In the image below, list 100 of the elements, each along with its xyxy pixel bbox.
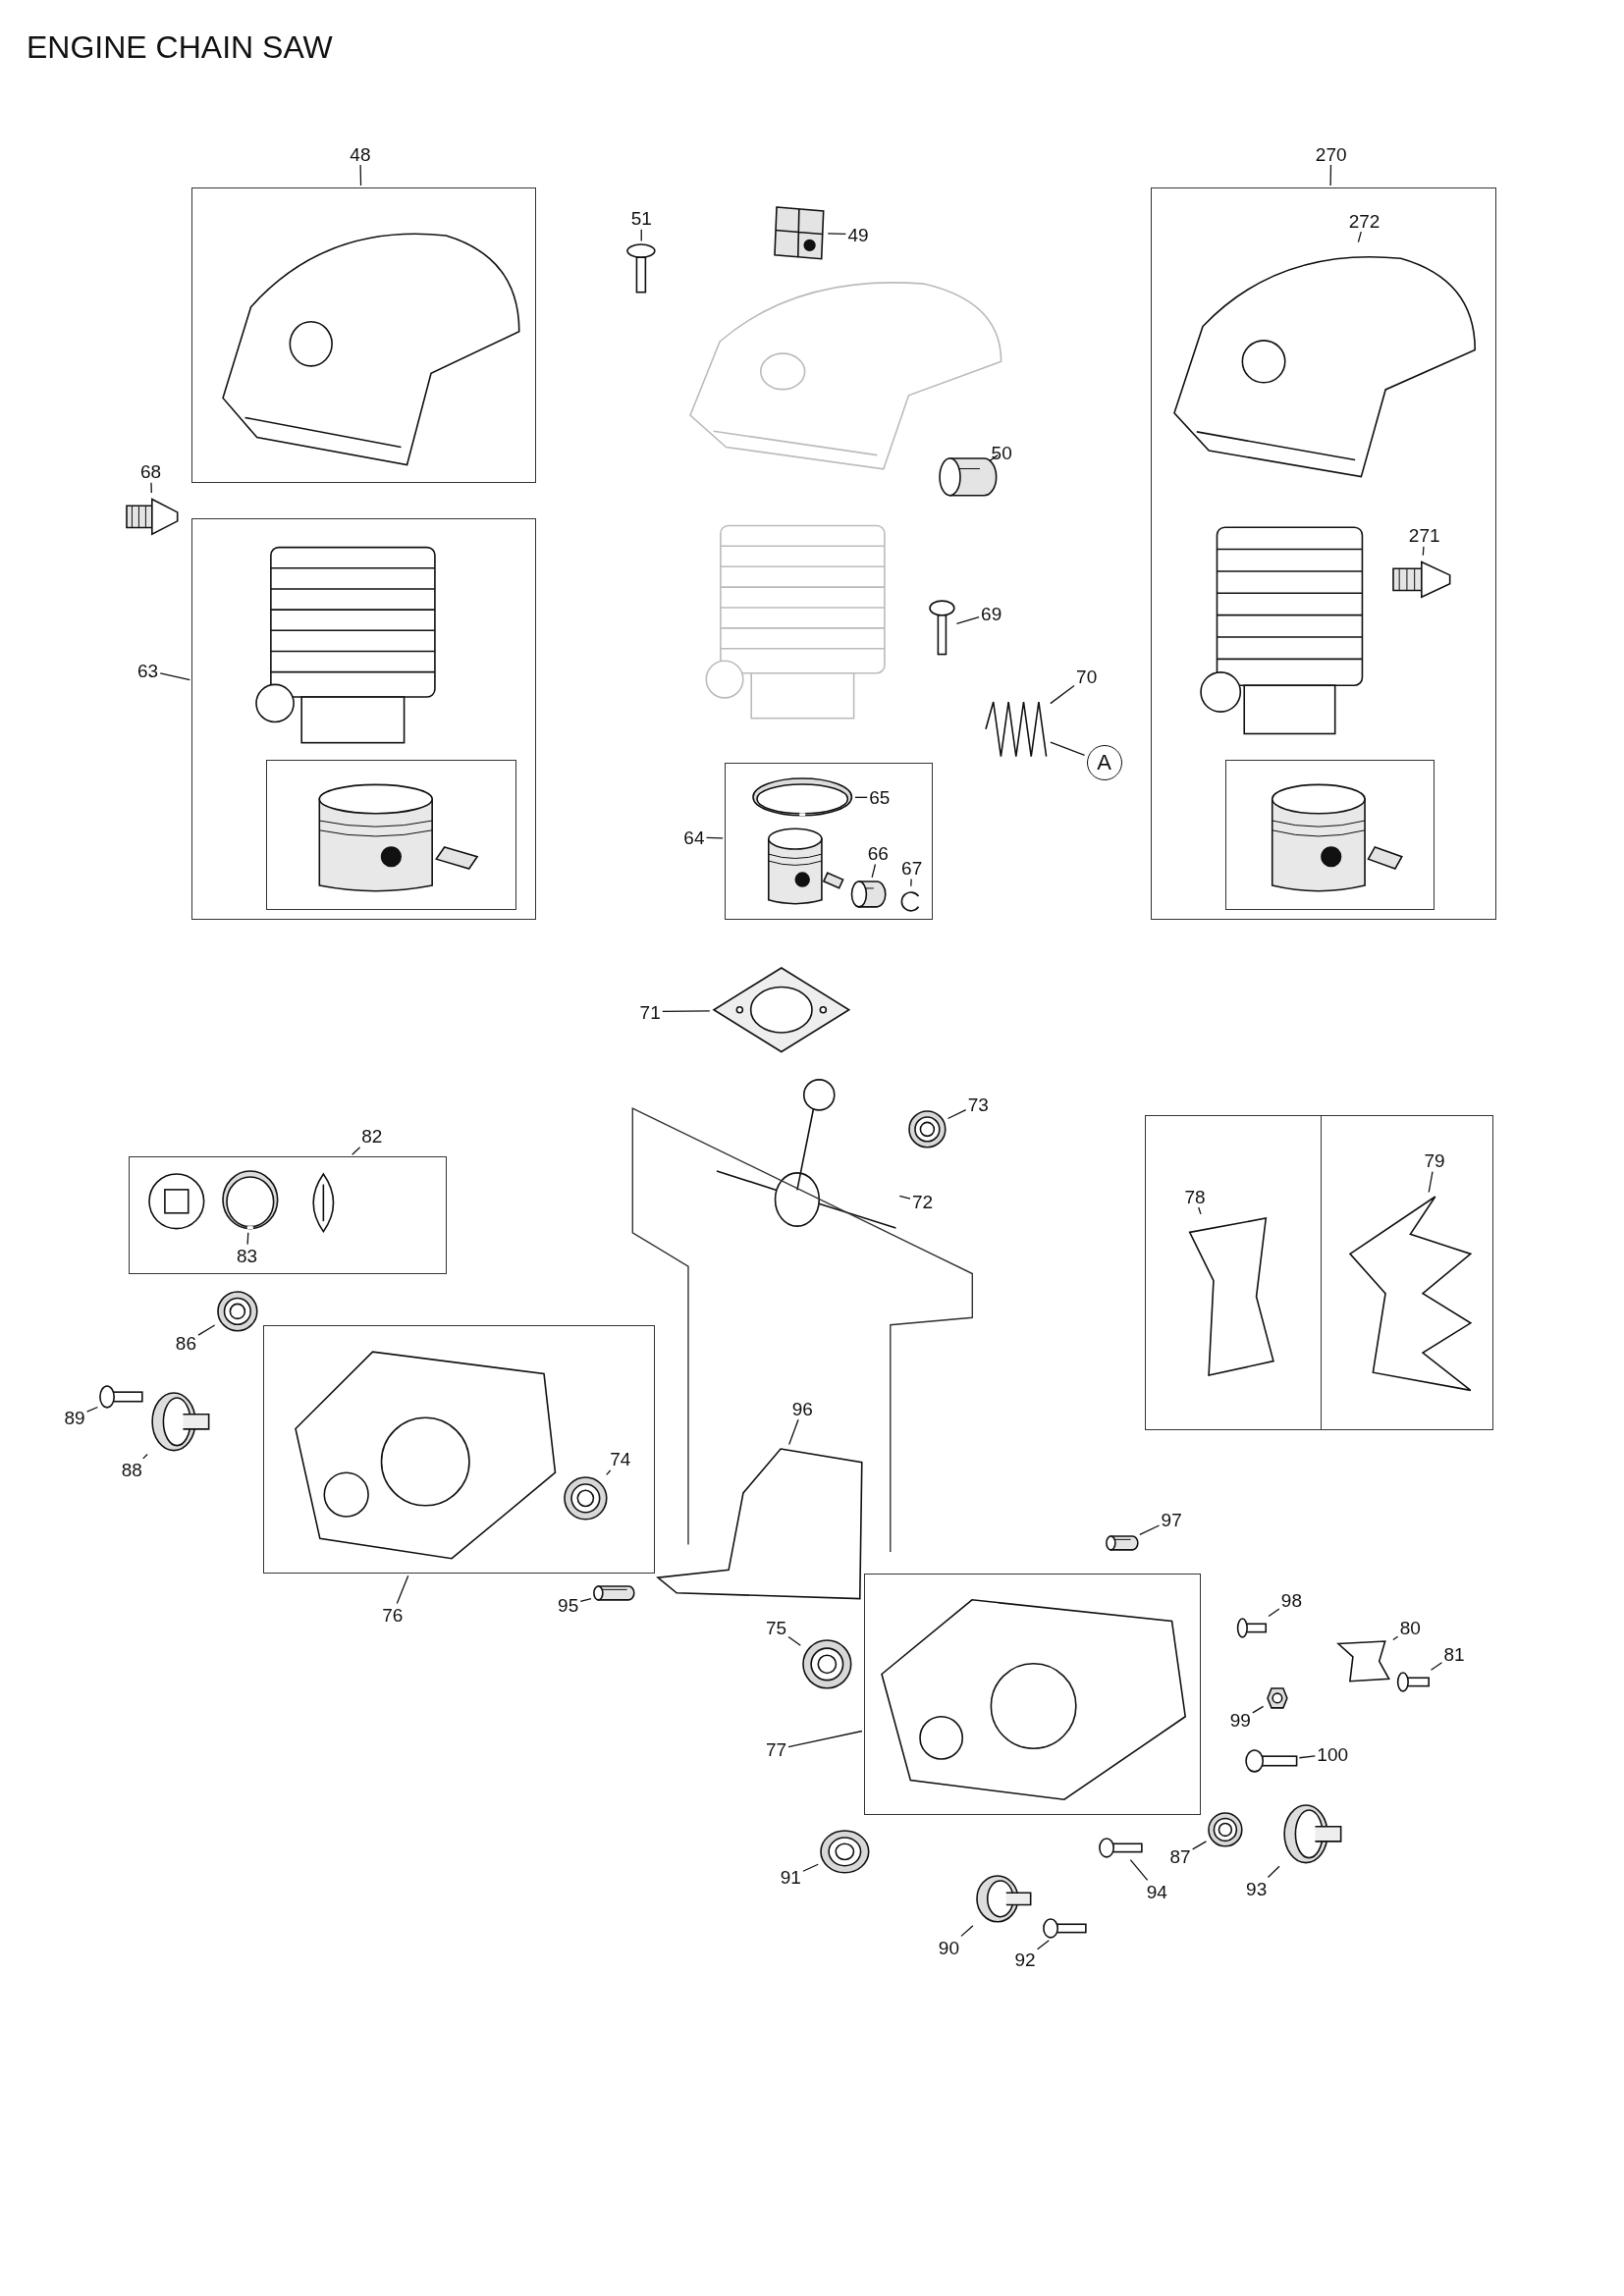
buffer-drawing xyxy=(1281,1803,1343,1866)
leader-line xyxy=(705,836,724,839)
callout-number: 50 xyxy=(991,443,1012,462)
ring-drawing xyxy=(750,776,853,819)
leader-line xyxy=(1298,1755,1316,1759)
leader-line xyxy=(854,796,868,798)
callout-number: 89 xyxy=(64,1408,85,1427)
screw-drawing xyxy=(928,600,955,657)
cap-drawing xyxy=(147,1172,206,1231)
leader-line xyxy=(1050,741,1086,756)
callout-number: 97 xyxy=(1161,1510,1182,1529)
leader-line xyxy=(1392,1635,1399,1641)
callout-number: 81 xyxy=(1443,1644,1465,1664)
callout-number: 100 xyxy=(1317,1744,1349,1764)
leader-line xyxy=(960,1925,974,1938)
bearing-drawing xyxy=(563,1476,608,1522)
bearing-drawing xyxy=(802,1639,852,1690)
leader-line xyxy=(1267,1865,1280,1879)
callout-number: 66 xyxy=(867,843,889,863)
nut-drawing xyxy=(1265,1686,1289,1710)
callout-number: 68 xyxy=(140,461,162,481)
leader-line xyxy=(640,229,642,242)
screw-drawing xyxy=(1042,1917,1087,1939)
bearing-drawing xyxy=(1208,1812,1244,1848)
group-frame xyxy=(1151,187,1497,920)
callout-number: 94 xyxy=(1146,1882,1167,1901)
callout-number: 78 xyxy=(1184,1187,1206,1205)
callout-number: 96 xyxy=(791,1399,813,1418)
group-frame xyxy=(1145,1115,1494,1431)
screw-drawing xyxy=(1396,1672,1430,1693)
bearing-drawing xyxy=(907,1109,947,1148)
leader-line xyxy=(802,1863,819,1872)
callout-number: 272 xyxy=(1348,211,1380,231)
leader-line xyxy=(1422,546,1425,557)
callout-number: 80 xyxy=(1399,1618,1421,1637)
leader-line xyxy=(246,1232,249,1246)
leader-line xyxy=(579,1597,592,1602)
callout-number: 98 xyxy=(1280,1590,1302,1610)
group-frame xyxy=(863,1574,1201,1816)
callout-number: 67 xyxy=(901,858,923,878)
bearing-drawing xyxy=(820,1830,870,1874)
leader-line xyxy=(1050,684,1075,705)
gasket-drawing xyxy=(656,1446,864,1601)
leader-line xyxy=(788,1418,799,1446)
pin-drawing xyxy=(1106,1534,1138,1552)
callout-number: 69 xyxy=(981,604,1002,623)
group-frame xyxy=(263,1324,655,1575)
callout-number: 92 xyxy=(1014,1949,1036,1969)
callout-number: 93 xyxy=(1246,1879,1268,1898)
leader-line xyxy=(197,1324,216,1336)
leader-line xyxy=(159,672,191,681)
spike-drawing xyxy=(1348,1194,1473,1392)
callout-number: 75 xyxy=(765,1618,786,1637)
leader-line xyxy=(827,233,847,235)
callout-number: 76 xyxy=(382,1605,404,1625)
bearing-drawing xyxy=(216,1291,258,1333)
leader-line xyxy=(947,1109,967,1120)
callout-number: 73 xyxy=(967,1095,989,1114)
leader-line xyxy=(1198,1206,1202,1215)
callout-number: 95 xyxy=(558,1595,579,1615)
callout-number: 70 xyxy=(1076,667,1098,686)
screw-drawing xyxy=(1237,1618,1268,1638)
leader-line xyxy=(359,164,362,187)
callout-number: 87 xyxy=(1169,1846,1191,1866)
group-frame xyxy=(1224,759,1435,911)
leader-line xyxy=(396,1575,409,1605)
callout-number: 65 xyxy=(869,787,891,807)
pin-drawing xyxy=(850,879,886,909)
leader-line xyxy=(150,482,152,494)
leader-line xyxy=(352,1147,361,1155)
pin-drawing xyxy=(593,1583,634,1602)
spring-drawing xyxy=(984,699,1049,759)
callout-number: 99 xyxy=(1229,1710,1251,1730)
callout-number: 77 xyxy=(765,1739,786,1759)
leader-line xyxy=(85,1406,99,1413)
leader-line xyxy=(1129,1858,1149,1882)
leader-line xyxy=(910,878,912,887)
screw-drawing xyxy=(626,242,657,294)
callout-number: 49 xyxy=(847,225,869,244)
group-frame xyxy=(725,763,934,920)
page-title: ENGINE CHAIN SAW xyxy=(27,29,333,66)
leader-line xyxy=(1252,1705,1265,1714)
buffer-drawing xyxy=(149,1390,211,1453)
callout-number: 86 xyxy=(175,1333,196,1353)
leader-line xyxy=(988,454,999,462)
group-frame xyxy=(129,1156,447,1274)
leader-line xyxy=(1036,1940,1050,1950)
callout-number: 64 xyxy=(683,828,705,847)
leader-line xyxy=(662,1010,711,1013)
callout-number: 63 xyxy=(137,661,159,680)
leader-line xyxy=(1428,1171,1434,1194)
leader-line xyxy=(606,1469,612,1475)
screw-drawing xyxy=(99,1384,144,1409)
ring-drawing xyxy=(220,1169,280,1231)
gasket-drawing xyxy=(711,966,851,1054)
leader-line xyxy=(787,1635,801,1646)
callout-number: 90 xyxy=(938,1938,959,1957)
screw-drawing xyxy=(1244,1749,1298,1774)
callout-number: 51 xyxy=(630,208,652,228)
callout-number: 83 xyxy=(237,1246,258,1265)
